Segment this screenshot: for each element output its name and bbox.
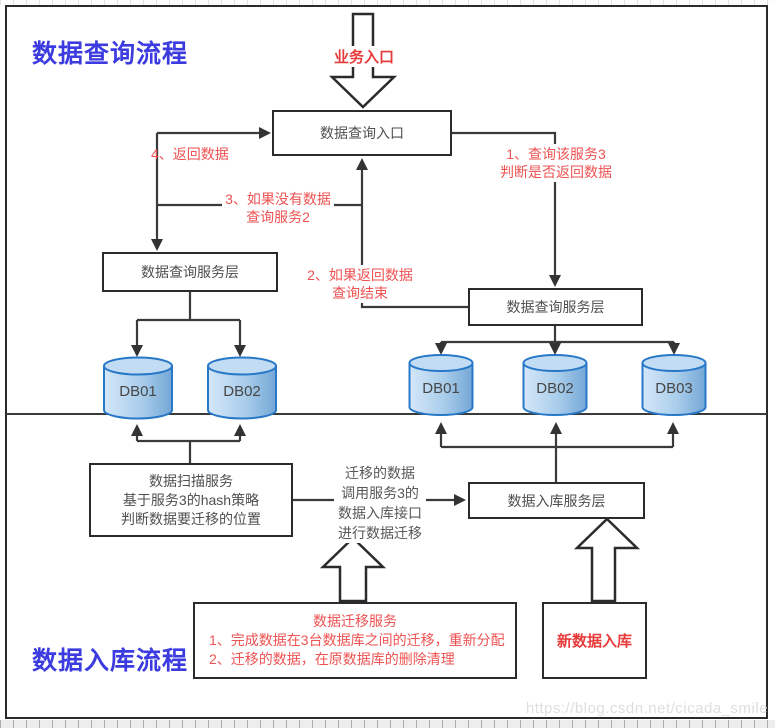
left-db-branch-lines [135, 292, 242, 345]
query-service3-line [452, 131, 557, 275]
database-cylinders: DB01 DB02 DB01 [103, 354, 707, 420]
arrowhead-into-query-entry-left [259, 127, 271, 139]
annotation-step3-line1: 3、如果没有数据 [225, 191, 331, 207]
arrowhead-into-db01-right [435, 343, 447, 355]
new-data-entry-node: 新数据入库 [542, 602, 647, 679]
arrowhead-up-db02-left [234, 424, 246, 436]
grid-strip-top [0, 0, 775, 5]
arrowhead-into-query-entry-bottom [356, 158, 368, 170]
migrate-note-line3: 数据入库接口 [338, 505, 422, 521]
storage-service-node: 数据入库服务层 [468, 482, 645, 519]
arrowhead-up-db01-right [435, 422, 447, 434]
db-cylinder-right-2: DB02 [522, 354, 588, 416]
diagram-border [5, 5, 768, 719]
query-service-left-node: 数据查询服务层 [102, 252, 278, 292]
migration-block-arrow [319, 536, 387, 603]
migrate-note-line1: 迁移的数据 [345, 465, 415, 481]
db-label: DB03 [655, 380, 693, 397]
new-data-block-arrow [573, 517, 641, 603]
query-service-right-node: 数据查询服务层 [468, 288, 643, 326]
db-cylinder-right-3: DB03 [641, 354, 707, 416]
db-cylinder-right-1: DB01 [408, 354, 474, 416]
db-label: DB01 [119, 383, 157, 400]
arrowhead-into-db01-left [131, 345, 143, 357]
arrowhead-into-db03-right [668, 343, 680, 355]
annotation-step1: 1、查询该服务3 判断是否返回数据 [496, 144, 616, 182]
arrowhead-into-db02-left [234, 345, 246, 357]
arrowhead-into-storage-service [454, 494, 466, 506]
annotation-step2: 2、如果返回数据 查询结束 [305, 265, 415, 303]
arrowhead-up-db01-left [131, 424, 143, 436]
annotation-step2-line1: 2、如果返回数据 [307, 267, 413, 283]
annotation-step2-line2: 查询结束 [332, 285, 388, 301]
db-cylinder-left-2: DB02 [207, 356, 277, 420]
db-cylinder-left-1: DB01 [103, 356, 173, 420]
right-db-branch-lines [439, 326, 676, 344]
arrowhead-up-db02-right [550, 422, 562, 434]
annotation-step4: 4、返回数据 [151, 146, 229, 162]
annotation-step3-line2: 查询服务2 [246, 209, 310, 225]
query-flow-title: 数据查询流程 [32, 40, 189, 68]
arrowhead-into-right-service-top [549, 275, 561, 287]
business-entry-label: 业务入口 [332, 46, 397, 67]
query-entry-node: 数据查询入口 [272, 110, 452, 156]
db-label: DB01 [422, 380, 460, 397]
storage-flow-title: 数据入库流程 [32, 647, 189, 675]
migrate-note-line2: 调用服务3的 [341, 485, 419, 501]
scan-service-line3: 判断数据要迁移的位置 [121, 510, 261, 527]
annotation-step1-line1: 1、查询该服务3 [506, 146, 606, 162]
scan-service-node: 数据扫描服务 基于服务3的hash策略 判断数据要迁移的位置 [89, 463, 293, 537]
arrowheads [131, 127, 680, 506]
storage-up-branch-lines [439, 434, 675, 482]
arrowhead-into-left-service-top [151, 239, 163, 251]
result-return-line [360, 170, 468, 309]
db-label: DB02 [536, 380, 574, 397]
migration-service-item1: 1、完成数据在3台数据库之间的迁移，重新分配 [209, 632, 505, 648]
migration-service-item2: 2、迁移的数据，在原数据库的删除清理 [209, 651, 455, 667]
scan-up-branch-lines [135, 436, 242, 463]
migrate-note-line4: 进行数据迁移 [338, 525, 422, 541]
scan-service-line2: 基于服务3的hash策略 [122, 491, 260, 508]
annotation-step1-line2: 判断是否返回数据 [500, 164, 612, 180]
migrate-note: 迁移的数据 调用服务3的 数据入库接口 进行数据迁移 [334, 463, 426, 543]
scan-service-line1: 数据扫描服务 [149, 472, 233, 489]
migration-service-title: 数据迁移服务 [313, 613, 397, 629]
arrowhead-into-db02-right [549, 343, 561, 355]
arrowhead-up-db03-right [667, 422, 679, 434]
grid-strip-bottom [0, 720, 775, 728]
db-label: DB02 [223, 383, 261, 400]
watermark-text: https://blog.csdn.net/cicada_smile [525, 700, 768, 717]
annotation-step3: 3、如果没有数据 查询服务2 [222, 189, 334, 227]
migration-service-node: 数据迁移服务 1、完成数据在3台数据库之间的迁移，重新分配 2、迁移的数据，在原… [193, 602, 517, 679]
